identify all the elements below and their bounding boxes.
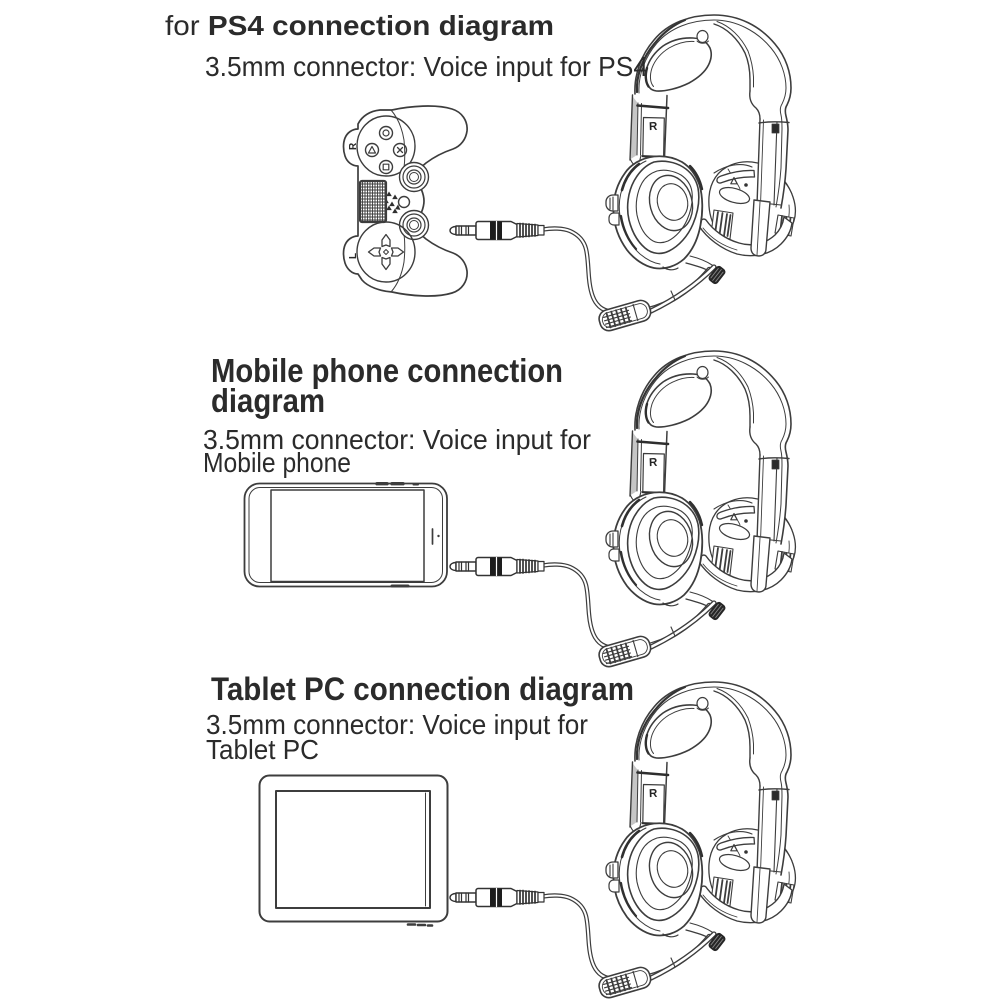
headset-illustration — [597, 351, 795, 669]
ps4-subtitle-text: 3.5mm connector: Voice input for PS4 — [205, 51, 649, 82]
tablet-screen — [275, 790, 431, 909]
controller-touchpad — [358, 179, 388, 224]
tablet-heading-text: Tablet PC connection diagram — [211, 671, 635, 707]
mobile-scene — [243, 351, 796, 669]
mobile-heading-line2: diagram — [211, 381, 325, 419]
controller-right-shoulder-label: R — [348, 142, 359, 150]
mobile-section-subtitle: 3.5mm connector: Voice input for Mobile … — [203, 424, 612, 478]
controller-left-shoulder-label: L — [348, 253, 359, 259]
mobile-subtitle-line2: Mobile phone — [203, 447, 352, 478]
controller-face-buttons — [356, 115, 416, 177]
tablet-subtitle-line2: Tablet PC — [206, 734, 320, 765]
ps4-section-heading: for PS4 connection diagram — [165, 10, 554, 42]
controller-analog-sticks — [398, 161, 430, 241]
ps4-controller-illustration: R L — [342, 105, 468, 297]
ps4-heading-main: PS4 connection diagram — [207, 10, 554, 41]
tablet-subtitle-line1: 3.5mm connector: Voice input for — [206, 709, 588, 740]
mobile-heading-line1: Mobile phone connection — [211, 352, 563, 389]
mobile-section-heading: Mobile phone connection diagram — [211, 352, 609, 419]
ps4-heading-prefix: for — [165, 10, 200, 41]
tablet-section-subtitle: 3.5mm connector: Voice input for Tablet … — [206, 709, 615, 765]
ps4-scene: R L — [342, 15, 796, 333]
controller-dpad — [356, 221, 416, 283]
controller-ps-button — [397, 195, 411, 209]
mobile-phone-illustration — [243, 482, 448, 588]
ps4-section-subtitle: 3.5mm connector: Voice input for PS4 — [205, 51, 675, 83]
phone-camera-dot — [437, 534, 440, 538]
tablet-scene — [258, 682, 796, 1000]
tablet-section-heading: Tablet PC connection diagram — [211, 671, 669, 708]
phone-screen — [270, 489, 425, 583]
tablet-pc-illustration — [258, 774, 449, 927]
headset-illustration — [597, 682, 795, 1000]
mobile-subtitle-line1: 3.5mm connector: Voice input for — [203, 424, 592, 455]
